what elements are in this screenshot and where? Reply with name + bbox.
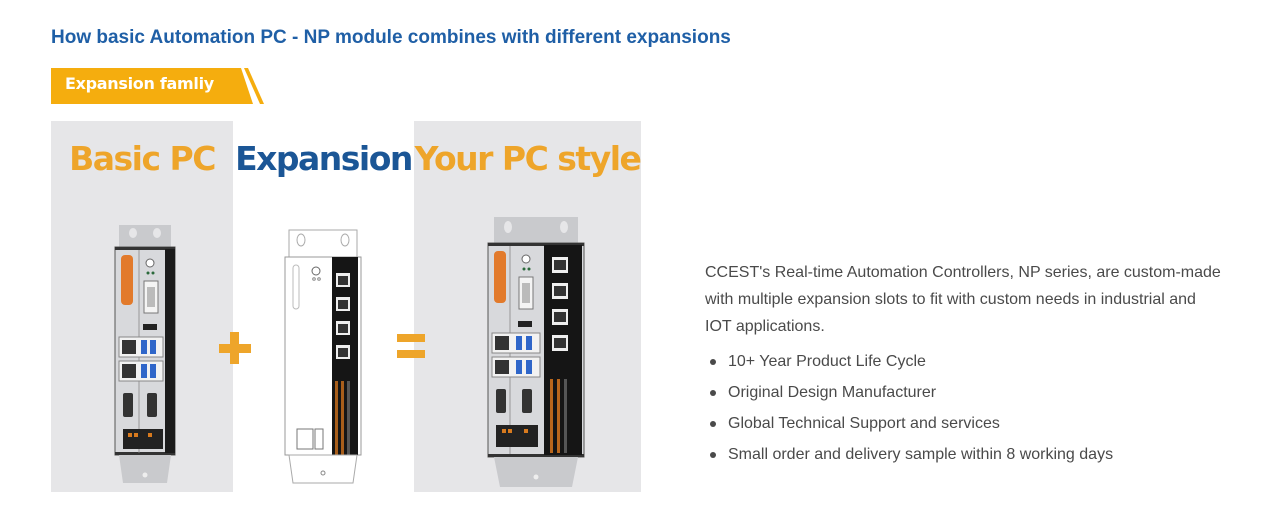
your-pc-style-panel: Your PC style bbox=[414, 121, 642, 492]
bullet-icon bbox=[710, 359, 716, 365]
feature-list: 10+ Year Product Life Cycle Original Des… bbox=[710, 348, 1113, 472]
basic-pc-heading: Basic PC bbox=[69, 139, 216, 178]
basic-pc-panel: Basic PC bbox=[51, 121, 233, 492]
product-description: CCEST's Real-time Automation Controllers… bbox=[705, 264, 1221, 335]
expansion-panel: Expansion bbox=[233, 121, 414, 492]
feature-text: 10+ Year Product Life Cycle bbox=[728, 353, 926, 370]
plus-operator-icon bbox=[219, 332, 251, 364]
feature-text: Small order and delivery sample within 8… bbox=[728, 446, 1114, 463]
banner-ribbon-shape bbox=[51, 68, 264, 104]
banner-label: Expansion famliy bbox=[65, 74, 214, 93]
feature-item: 10+ Year Product Life Cycle bbox=[710, 348, 1113, 379]
your-pc-style-heading: Your PC style bbox=[414, 139, 642, 178]
bullet-icon bbox=[710, 452, 716, 458]
expansion-heading: Expansion bbox=[235, 139, 413, 178]
feature-item: Original Design Manufacturer bbox=[710, 379, 1113, 410]
basic-pc-device-image bbox=[114, 225, 176, 483]
section-banner: Expansion famliy bbox=[51, 68, 271, 104]
feature-text: Global Technical Support and services bbox=[728, 415, 1000, 432]
feature-text: Original Design Manufacturer bbox=[728, 384, 937, 401]
equals-operator-icon bbox=[397, 334, 425, 361]
combined-pc-device-image bbox=[487, 217, 585, 487]
feature-item: Small order and delivery sample within 8… bbox=[710, 441, 1113, 472]
expansion-module-image bbox=[284, 229, 362, 484]
feature-item: Global Technical Support and services bbox=[710, 410, 1113, 441]
page-title: How basic Automation PC - NP module comb… bbox=[51, 27, 731, 48]
bullet-icon bbox=[710, 390, 716, 396]
bullet-icon bbox=[710, 421, 716, 427]
